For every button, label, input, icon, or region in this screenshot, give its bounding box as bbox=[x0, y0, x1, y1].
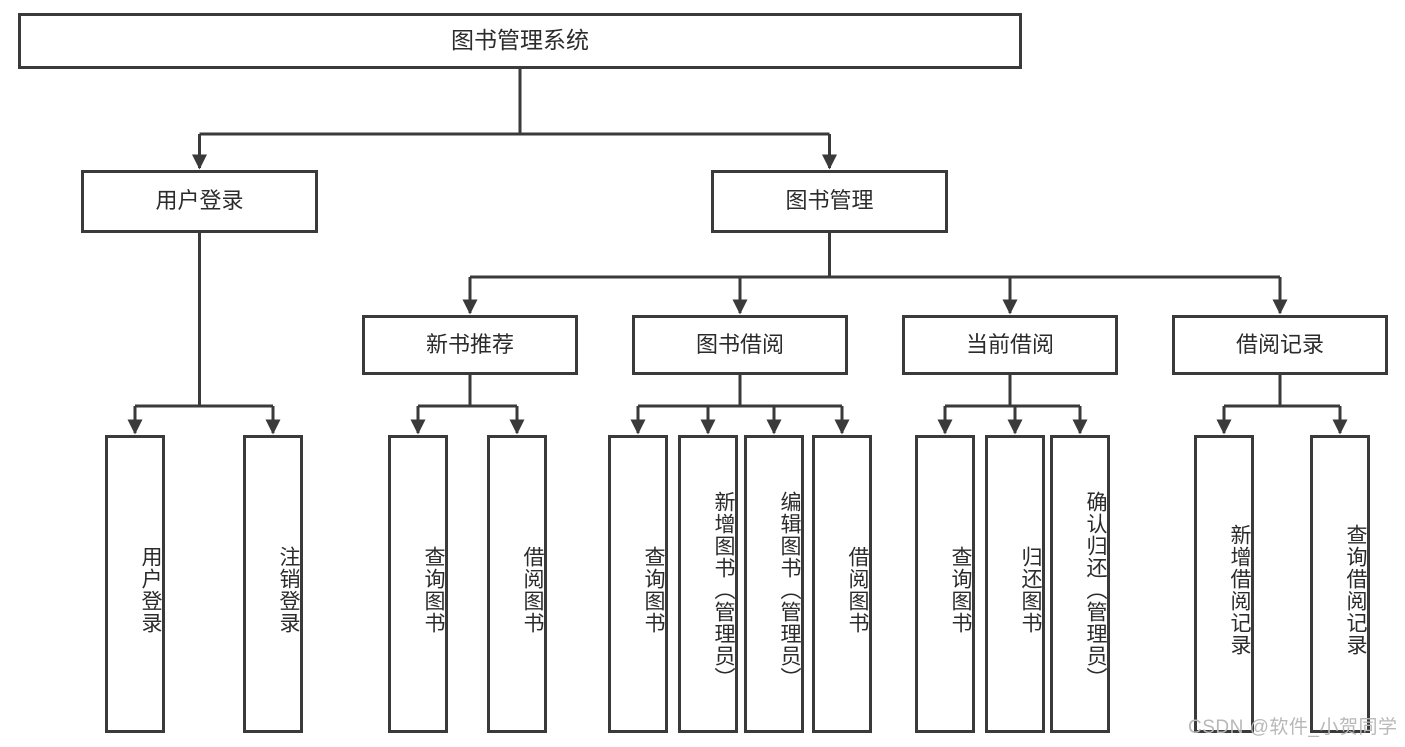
node-label: 查询图书 bbox=[642, 546, 665, 634]
node-label: 归还图书 bbox=[1019, 546, 1042, 634]
node-label: 借阅记录 bbox=[1235, 331, 1324, 357]
node-label: 图书管理 bbox=[785, 188, 874, 214]
node-label: 用户登录 bbox=[139, 546, 162, 634]
node-leaf-query-record[interactable]: 查询借阅记录 bbox=[1310, 435, 1370, 733]
node-user-login[interactable]: 用户登录 bbox=[81, 170, 318, 233]
node-label: 确认归还（管理员） bbox=[1084, 491, 1107, 689]
node-leaf-borrow-book-2[interactable]: 借阅图书 bbox=[812, 435, 872, 733]
node-leaf-edit-book[interactable]: 编辑图书（管理员） bbox=[744, 435, 804, 733]
node-leaf-query-book-3[interactable]: 查询图书 bbox=[915, 435, 975, 733]
node-root[interactable]: 图书管理系统 bbox=[18, 13, 1022, 69]
node-label: 图书管理系统 bbox=[451, 27, 589, 54]
node-label: 借阅图书 bbox=[846, 546, 869, 634]
node-label: 查询图书 bbox=[949, 546, 972, 634]
node-borrow-record[interactable]: 借阅记录 bbox=[1172, 315, 1388, 375]
node-leaf-query-book-2[interactable]: 查询图书 bbox=[608, 435, 668, 733]
node-leaf-borrow-book-1[interactable]: 借阅图书 bbox=[487, 435, 547, 733]
node-label: 借阅图书 bbox=[521, 546, 544, 634]
node-book-borrow[interactable]: 图书借阅 bbox=[632, 315, 848, 375]
node-leaf-confirm-return[interactable]: 确认归还（管理员） bbox=[1050, 435, 1110, 733]
edge-group bbox=[127, 69, 1348, 435]
node-label: 新增图书（管理员） bbox=[712, 491, 735, 689]
node-label: 新增借阅记录 bbox=[1228, 524, 1251, 656]
node-label: 编辑图书（管理员） bbox=[778, 491, 801, 689]
node-current-borrow[interactable]: 当前借阅 bbox=[902, 315, 1118, 375]
node-leaf-user-logout[interactable]: 注销登录 bbox=[243, 435, 303, 733]
node-label: 当前借阅 bbox=[965, 331, 1054, 357]
node-leaf-return-book[interactable]: 归还图书 bbox=[985, 435, 1045, 733]
node-leaf-query-book-1[interactable]: 查询图书 bbox=[388, 435, 448, 733]
node-leaf-add-book[interactable]: 新增图书（管理员） bbox=[678, 435, 738, 733]
node-label: 查询图书 bbox=[422, 546, 445, 634]
node-leaf-add-record[interactable]: 新增借阅记录 bbox=[1194, 435, 1254, 733]
watermark-text: CSDN @软件_小贺同学 bbox=[1188, 717, 1398, 738]
node-label: 新书推荐 bbox=[425, 331, 514, 357]
node-label: 用户登录 bbox=[155, 188, 244, 214]
node-label: 注销登录 bbox=[277, 546, 300, 634]
node-label: 图书借阅 bbox=[695, 331, 784, 357]
node-book-management[interactable]: 图书管理 bbox=[711, 170, 948, 233]
node-new-book-recommend[interactable]: 新书推荐 bbox=[362, 315, 578, 375]
node-label: 查询借阅记录 bbox=[1344, 524, 1367, 656]
node-leaf-user-login[interactable]: 用户登录 bbox=[105, 435, 165, 733]
